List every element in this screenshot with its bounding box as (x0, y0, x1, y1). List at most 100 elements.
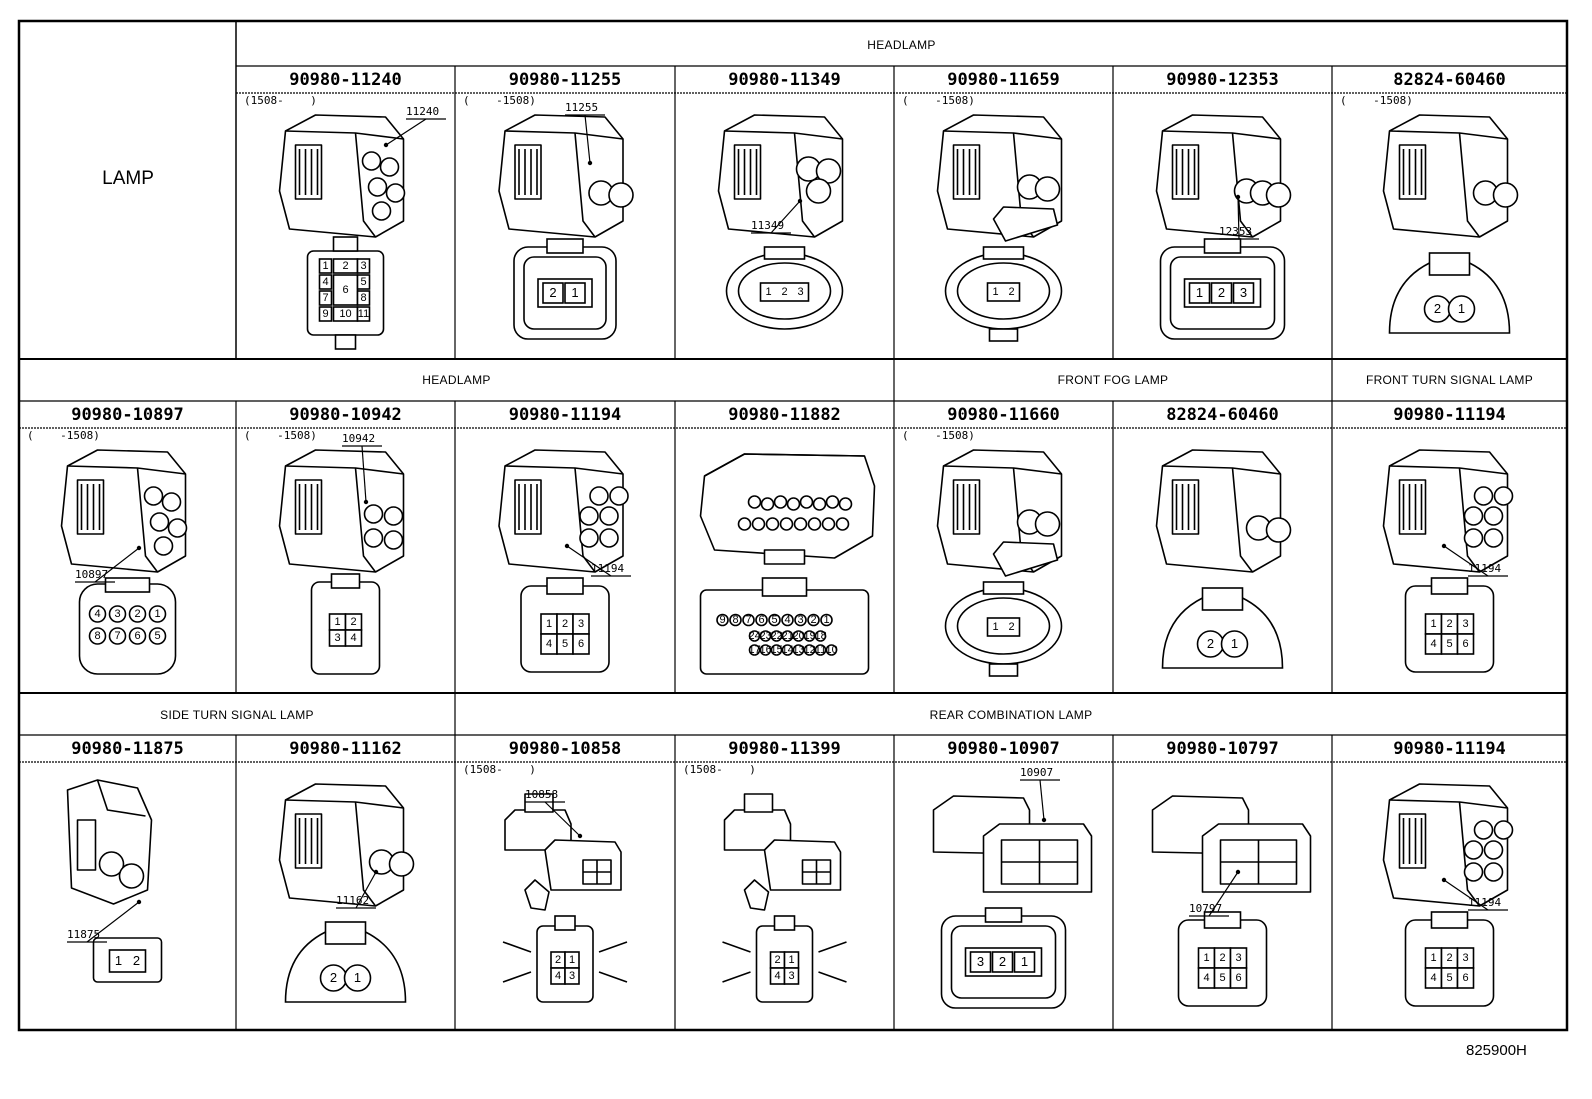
callout-arrow-tip (587, 160, 593, 166)
connector-iso-view (1382, 449, 1514, 573)
pin-number: 3 (334, 632, 341, 644)
callout-label: 12353 (1219, 225, 1253, 238)
connector-face-view (513, 238, 617, 340)
connector-drawing (498, 114, 634, 340)
connector-face-view (306, 236, 385, 350)
pin-number: 17 (748, 644, 761, 656)
part-number: 90980-10897 (71, 405, 184, 425)
pin-number: 4 (774, 970, 781, 982)
pin-number: 10 (825, 644, 838, 656)
production-date-range: ( -1508) (1340, 94, 1413, 107)
pin-number: 1 (1203, 952, 1210, 964)
pin-number: 2 (998, 954, 1007, 969)
pin-number: 5 (561, 638, 569, 650)
pin-number: 3 (797, 286, 804, 298)
connector-face-view (725, 246, 844, 330)
pin-number: 1 (322, 260, 329, 272)
connector-drawing (1382, 449, 1514, 673)
callout-label: 10942 (342, 432, 376, 445)
connector-iso-view (717, 114, 844, 238)
part-number: 90980-11162 (289, 739, 402, 759)
pin-number: 1 (1430, 618, 1437, 630)
pin-number: 2 (810, 614, 817, 626)
callout-leader (385, 118, 427, 146)
callout-arrow-tip (577, 833, 583, 839)
connector-face-view (310, 573, 381, 675)
part-number: 82824-60460 (1166, 405, 1279, 425)
pin-number: 2 (1217, 285, 1226, 300)
pin-number: 11 (814, 644, 827, 656)
group-header-side-turn-signal-lamp: SIDE TURN SIGNAL LAMP (160, 708, 314, 722)
callout-leader (1443, 879, 1489, 911)
callout-label: 10797 (1189, 902, 1223, 915)
pin-number: 3 (1462, 618, 1469, 630)
connector-drawing (936, 114, 1063, 342)
pin-number: 3 (1235, 952, 1242, 964)
pin-number: 2 (781, 286, 788, 298)
pin-number: 11 (357, 308, 370, 320)
part-number: 82824-60460 (1393, 70, 1506, 90)
part-number: 90980-10907 (947, 739, 1060, 759)
callout-label: 11162 (336, 894, 370, 907)
callout-arrow-tip (564, 543, 570, 549)
callout-label: 11875 (67, 928, 101, 941)
pin-number: 1 (154, 608, 161, 620)
production-date-range: (1508- ) (683, 763, 756, 776)
pin-number: 3 (577, 618, 585, 630)
pin-number: 2 (1219, 952, 1226, 964)
connector-drawing (498, 449, 631, 673)
connector-drawing (278, 114, 446, 350)
callout-label: 11194 (1468, 562, 1502, 575)
connector-iso-view (1151, 795, 1312, 893)
callout-arrow-tip (136, 899, 142, 905)
connector-face-view (1161, 587, 1284, 669)
callout-label: 11194 (1468, 896, 1502, 909)
callout-arrow-tip (383, 142, 389, 148)
pin-number: 1 (823, 614, 830, 626)
connector-drawing (278, 445, 405, 675)
pin-number: 16 (759, 644, 772, 656)
connector-iso-view (504, 793, 622, 911)
production-date-range: ( -1508) (27, 429, 100, 442)
part-number: 90980-11194 (508, 405, 622, 425)
pin-number: 3 (797, 614, 804, 626)
pin-number: 5 (360, 276, 367, 288)
part-number: 90980-10797 (1166, 739, 1279, 759)
pin-number: 22 (770, 630, 783, 642)
pin-number: 2 (329, 970, 338, 985)
callout-arrow-tip (136, 545, 142, 551)
pin-number: 5 (1446, 972, 1453, 984)
connector-face-view (944, 581, 1063, 677)
pin-number: 1 (1457, 301, 1466, 316)
production-date-range: ( -1508) (244, 429, 317, 442)
pin-number: 2 (350, 616, 357, 628)
callout-leader (361, 445, 367, 503)
callout-leader (1443, 545, 1489, 577)
connector-drawing (278, 783, 415, 1003)
part-number: 90980-11194 (1393, 739, 1506, 759)
pin-number: 7 (322, 292, 329, 304)
connector-drawing (66, 779, 163, 983)
pin-number: 3 (360, 260, 367, 272)
connector-iso-view (66, 779, 153, 905)
pin-number: 8 (360, 292, 367, 304)
connector-face-view (944, 246, 1063, 342)
pin-number: 4 (1430, 638, 1437, 650)
connector-drawing (699, 453, 876, 675)
callout-label: 10907 (1020, 766, 1054, 779)
connector-face-view (520, 577, 610, 673)
pin-number: 4 (1203, 972, 1210, 984)
part-number: 90980-11349 (728, 70, 841, 90)
part-number: 90980-11240 (289, 70, 402, 90)
pin-number: 24 (748, 630, 761, 642)
callout-arrow-tip (363, 499, 369, 505)
